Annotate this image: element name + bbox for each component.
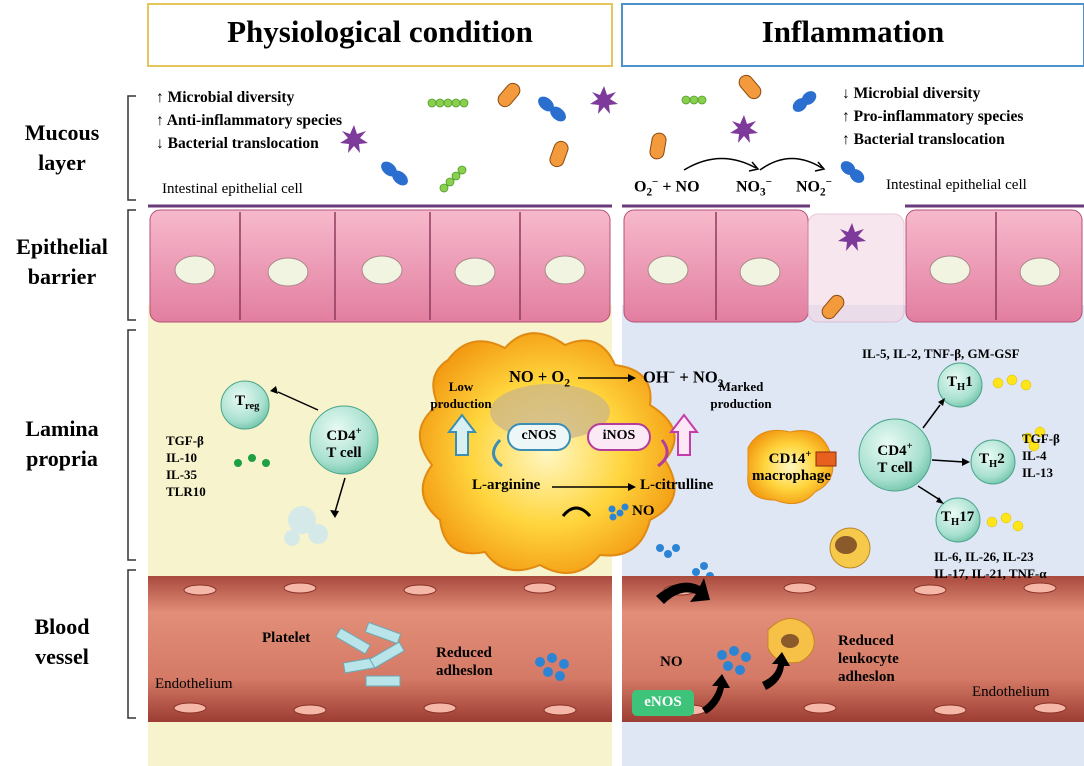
th2-label: TH2	[979, 451, 1005, 470]
inflammation-title: Inflammation	[761, 14, 945, 49]
inflam-mucous-item: ↑ Bacterial translocation	[842, 131, 1005, 148]
inos-label: iNOS	[602, 428, 636, 443]
physio-epithelial-label: Intestinal epithelial cell	[162, 181, 303, 197]
cytokine-item: TGF-β	[166, 433, 204, 448]
treg-cell	[220, 380, 270, 430]
inos-box	[587, 423, 651, 451]
cytokine-item: IL-35	[166, 467, 198, 482]
cd4-label-left: CD4+T cell	[326, 426, 362, 461]
th2-cell	[970, 439, 1016, 485]
th17-cell	[935, 497, 981, 543]
th1-cell	[937, 362, 983, 408]
right-lamina-cells	[747, 362, 1046, 569]
physio-mucous-list: ↑ Microbial diversity ↑ Anti-inflammator…	[156, 86, 342, 155]
reaction-arrows-mucous	[683, 157, 826, 172]
center-reaction-left: NO + O2	[509, 367, 571, 390]
physio-endothelium-label: Endothelium	[155, 676, 233, 692]
inflam-mucous-item: ↑ Pro-inflammatory species	[842, 108, 1024, 125]
epithelium-left	[148, 204, 612, 323]
physio-mucous-item: ↑ Anti-inflammatory species	[156, 112, 342, 129]
physio-mucous-item: ↓ Bacterial translocation	[156, 135, 319, 152]
cytokine-item: IL-13	[1022, 465, 1054, 480]
inflam-mucous-list: ↓ Microbial diversity ↑ Pro-inflammatory…	[842, 82, 1023, 151]
center-no-label: NO	[632, 503, 655, 519]
inflam-endothelium-label: Endothelium	[972, 684, 1050, 700]
reaction-o2-no: O2− + NO	[634, 176, 700, 199]
cytokine-item: TGF-β	[1022, 431, 1060, 446]
physiological-title-box	[147, 3, 613, 67]
enos-box	[632, 690, 694, 716]
cd4-t-cell-right	[858, 418, 932, 492]
reaction-no2: NO2−	[796, 176, 832, 199]
cytokine-item: IL-10	[166, 450, 198, 465]
cnos-box	[507, 423, 571, 451]
vessel-no-label: NO	[660, 654, 683, 670]
reduced-leukocyte-adhesion: Reduced leukocyte adheslon	[838, 633, 899, 685]
physio-mucous-item: ↑ Microbial diversity	[156, 89, 295, 106]
row-brackets	[127, 95, 136, 719]
th1-label: TH1	[947, 374, 973, 393]
l-citrulline-label: L-citrulline	[640, 477, 714, 493]
blood-vessel-left	[148, 576, 612, 722]
physio-cytokine-list: TGF-β IL-10 IL-35 TLR10	[166, 432, 206, 500]
cytokine-item: TLR10	[166, 484, 206, 499]
bacteria-right	[649, 74, 865, 183]
cytokine-item: IL-6, IL-26, IL-23	[934, 549, 1034, 564]
enos-label: eNOS	[644, 694, 682, 710]
bottom-cytokine-list: IL-6, IL-26, IL-23 IL-17, IL-21, TNF-α	[934, 548, 1046, 582]
cytokine-item: IL-4	[1022, 448, 1047, 463]
inflam-epithelial-label: Intestinal epithelial cell	[886, 177, 1027, 193]
cnos-label: cNOS	[521, 428, 557, 443]
inflam-mucous-item: ↓ Microbial diversity	[842, 85, 981, 102]
inflammation-title-box	[621, 3, 1084, 67]
platelet-label: Platelet	[262, 630, 311, 646]
center-reaction-right: OH− + NO2	[643, 367, 724, 390]
cytokine-item: IL-17, IL-21, TNF-α	[934, 566, 1047, 581]
th17-label: TH17	[941, 509, 975, 528]
treg-label: Treg	[235, 393, 260, 412]
production-arrows	[446, 413, 700, 456]
central-cell	[418, 332, 676, 574]
blood-vessel-right	[622, 576, 1084, 722]
physiological-title: Physiological condition	[227, 14, 533, 49]
top-cytokines: IL-5, IL-2, TNF-β, GM-GSF	[862, 346, 1020, 361]
th2-cytokine-list: TGF-β IL-4 IL-13	[1022, 430, 1060, 481]
cd4-label-right: CD4+T cell	[877, 441, 913, 476]
bacteria-left	[340, 82, 618, 193]
left-lamina-cells	[220, 380, 379, 546]
epithelium-right	[622, 204, 1084, 323]
reaction-no3: NO3−	[736, 176, 772, 199]
cd4-t-cell-left	[309, 405, 379, 475]
l-arginine-label: L-arginine	[472, 477, 541, 493]
macrophage-label: CD14+macrophage	[752, 449, 831, 484]
